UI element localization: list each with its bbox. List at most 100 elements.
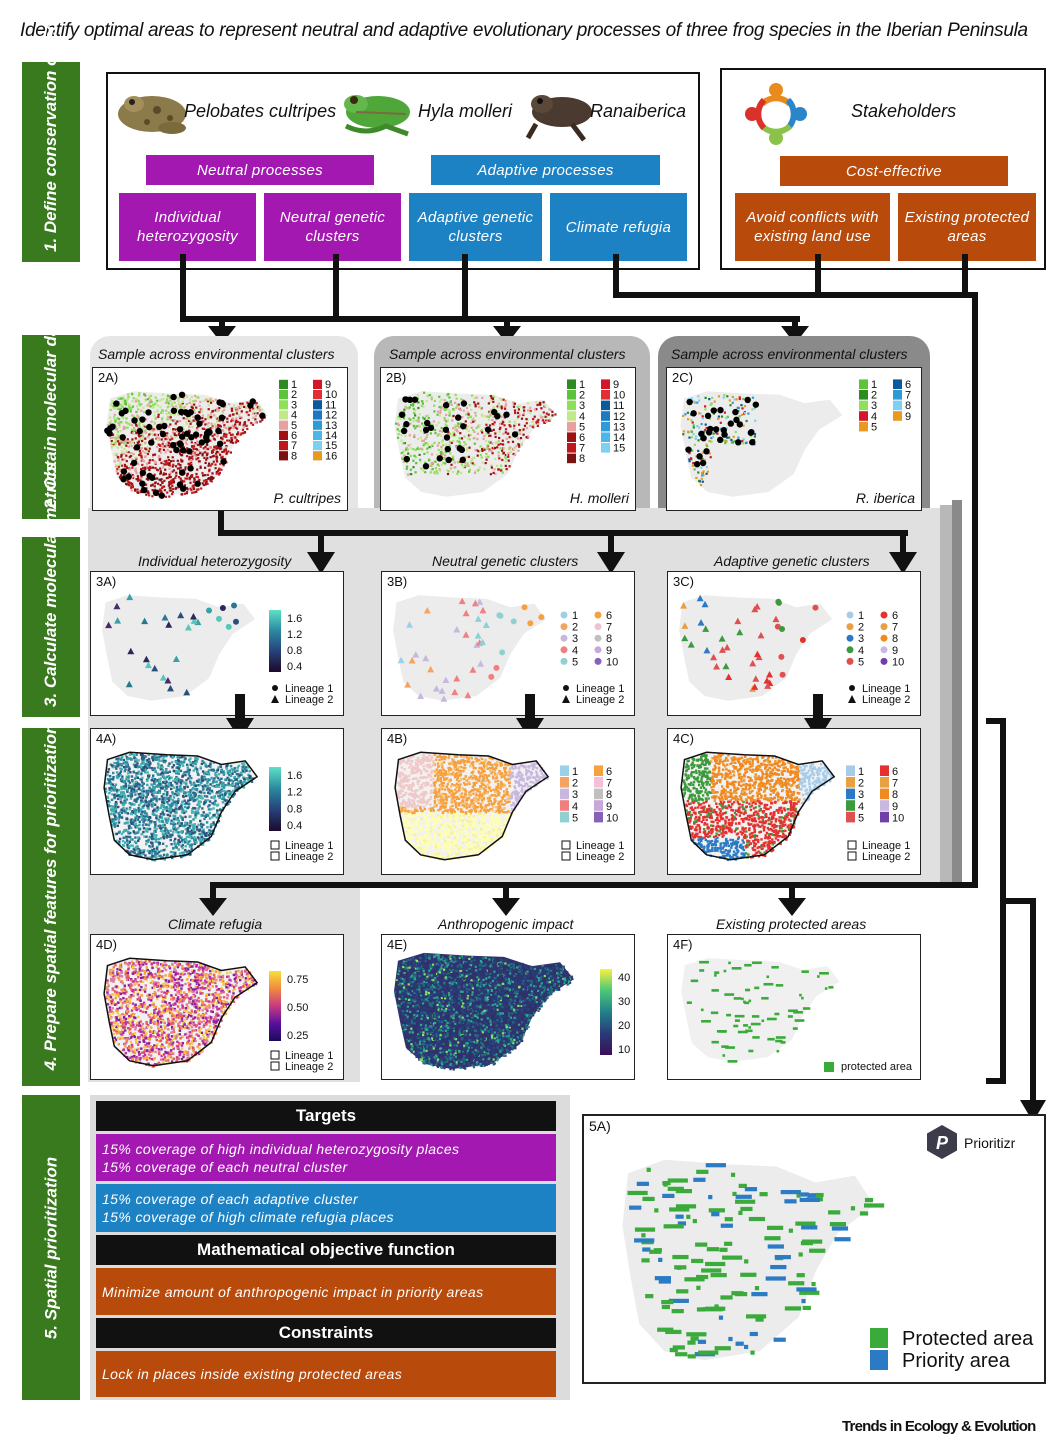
map-cell [133, 840, 137, 843]
map-cell [467, 841, 470, 844]
map-cell [164, 451, 167, 454]
map-cell [122, 417, 125, 420]
map-cell [486, 797, 490, 800]
map-cell [198, 450, 201, 453]
map-cell [438, 433, 441, 436]
sample-point [459, 456, 466, 464]
map-cell [147, 838, 150, 842]
map-cell [151, 495, 154, 498]
map-cell [431, 468, 434, 471]
map-cell [116, 433, 119, 436]
map-cell [189, 422, 192, 425]
map-cell [200, 835, 203, 838]
map-cell [492, 471, 495, 474]
map-cell [175, 474, 178, 477]
map-cell [125, 460, 128, 463]
map-cell [146, 463, 149, 466]
map-cell [225, 435, 228, 438]
sample-point [179, 447, 187, 454]
map-cell [115, 464, 118, 467]
map-cell [193, 403, 196, 406]
colorbar [269, 610, 281, 672]
map-cell [170, 460, 173, 463]
map-cell [444, 451, 447, 454]
map-cell [698, 412, 701, 415]
map-cell [228, 773, 231, 777]
map-cell [231, 424, 234, 427]
map-cell [216, 460, 219, 463]
map-cell [420, 770, 423, 773]
map-cell [137, 462, 140, 465]
map-cell [410, 786, 413, 789]
map-cell [538, 402, 541, 405]
map-cell [485, 423, 488, 426]
map-cell [145, 827, 148, 831]
map-cell [417, 406, 420, 410]
map-cell [137, 850, 140, 854]
map-cell [518, 431, 521, 434]
map-cell [125, 849, 129, 853]
map-cell [153, 433, 157, 436]
map-cell [217, 469, 220, 472]
map-cell [144, 815, 147, 818]
map-cell [174, 845, 177, 848]
map-cell [395, 422, 398, 425]
map-cell [501, 449, 504, 452]
map-cell [697, 439, 700, 442]
map-cell [166, 830, 170, 833]
map-cell [135, 772, 138, 775]
map-cell [157, 824, 160, 828]
map-cell [160, 438, 163, 441]
map-cell [117, 794, 120, 797]
map-cell [226, 420, 229, 423]
map-cell [154, 823, 157, 826]
map-cell [115, 839, 118, 843]
map-cell [256, 406, 259, 409]
map-cell [158, 781, 161, 785]
map-cell [414, 764, 418, 767]
map-cell [175, 811, 178, 814]
lineage-label: Lineage 2 [576, 694, 624, 706]
legend-label: 6 [579, 432, 585, 444]
map-cell [127, 779, 130, 783]
map-cell [137, 847, 140, 851]
map-cell [232, 417, 235, 420]
map-cell [531, 425, 534, 428]
legend-swatch [893, 379, 902, 389]
map-cell [204, 418, 207, 421]
map-cell [162, 466, 165, 469]
map-cell [245, 781, 248, 784]
map-cell [165, 412, 168, 415]
map-cell [423, 391, 426, 394]
map-cell [130, 428, 133, 431]
sample-point [183, 430, 191, 437]
map-cell [221, 450, 224, 453]
map-cell [138, 849, 141, 852]
map-cell [440, 426, 443, 430]
map-cell [162, 398, 165, 401]
map-cell [191, 797, 194, 801]
map-cell [207, 477, 210, 480]
map-cell [446, 469, 449, 472]
map-cell [490, 408, 493, 411]
map-cell [436, 472, 439, 475]
map-cell [134, 819, 137, 822]
map-cell [682, 433, 685, 436]
map-cell [169, 405, 172, 408]
map-cell [156, 791, 159, 794]
map-cell [194, 436, 197, 439]
map-cell [161, 486, 164, 490]
map-cell [467, 434, 471, 437]
map-cell [426, 447, 429, 450]
lineage-symbol [848, 695, 856, 703]
map-cell [242, 762, 246, 765]
legend-swatch [893, 390, 902, 400]
map-cell [143, 393, 146, 397]
map-cell [194, 399, 197, 402]
map-cell [499, 820, 502, 824]
map-cell [135, 478, 138, 481]
map-cell [534, 779, 538, 782]
map-cell [184, 477, 187, 480]
map-cell [118, 813, 121, 817]
map-cell [242, 786, 246, 789]
